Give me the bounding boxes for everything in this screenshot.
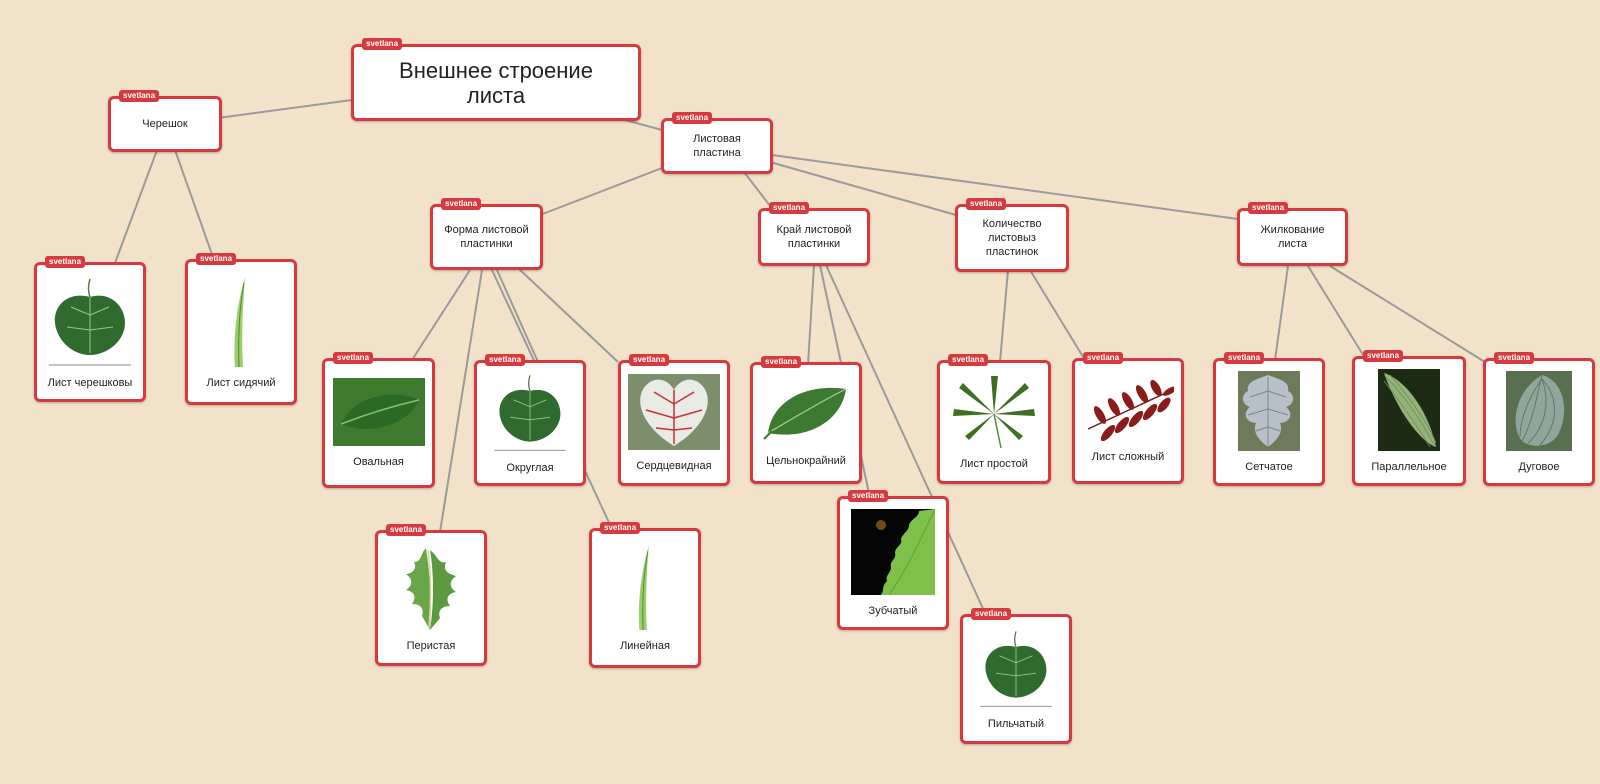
- node-count[interactable]: svetlana Количество листовыз пластинок: [955, 198, 1069, 272]
- edge-blade-count: [769, 161, 957, 216]
- node-label: Лист сложный: [1091, 451, 1165, 463]
- author-tag: svetlana: [848, 490, 889, 502]
- author-tag: svetlana: [119, 90, 160, 102]
- author-tag: svetlana: [441, 198, 482, 210]
- edge-root-blade: [624, 119, 663, 131]
- oval-leaf-icon: [332, 378, 425, 446]
- oak-leaf-icon: [1238, 371, 1300, 451]
- node-toothed[interactable]: svetlana Зубчатый: [837, 490, 949, 630]
- node-root[interactable]: svetlana Внешнее строение листа: [351, 38, 641, 121]
- edge-blade-shape: [539, 167, 663, 216]
- node-reticulate[interactable]: svetlana Сетчатое: [1213, 352, 1325, 486]
- node-serrate[interactable]: svetlana Пильчатый: [960, 608, 1072, 744]
- author-tag: svetlana: [948, 354, 989, 366]
- node-label: Перистая: [406, 640, 456, 652]
- node-compound[interactable]: svetlana Лист сложный: [1072, 352, 1184, 484]
- author-tag: svetlana: [971, 608, 1012, 620]
- node-simple[interactable]: svetlana Лист простой: [937, 354, 1051, 484]
- node-entire[interactable]: svetlana Цельнокрайний: [750, 356, 862, 484]
- grass-leaf-icon: [211, 275, 271, 367]
- author-tag: svetlana: [672, 112, 713, 124]
- author-tag: svetlana: [1363, 350, 1404, 362]
- node-pinnate[interactable]: svetlana Перистая: [375, 524, 487, 666]
- node-label: Пильчатый: [987, 718, 1045, 730]
- node-label: Лист сидячий: [206, 377, 276, 389]
- edge-petiole-sessile: [174, 149, 215, 261]
- node-blade[interactable]: svetlana Листовая пластина: [661, 112, 773, 174]
- toothed-leaf-icon: [851, 509, 935, 595]
- node-label: Параллельное: [1371, 461, 1447, 473]
- node-shape[interactable]: svetlana Форма листовой пластинки: [430, 198, 543, 270]
- node-label: Край листовой пластинки: [776, 224, 852, 250]
- edge-shape-round: [496, 269, 539, 363]
- edge-venation-reticulate: [1274, 265, 1289, 361]
- node-label: Округлая: [506, 462, 554, 474]
- node-label: Лист черешковы: [47, 377, 133, 389]
- node-label: Овальная: [353, 456, 404, 468]
- edge-edge-entire: [807, 264, 815, 366]
- node-label: Форма листовой пластинки: [444, 224, 529, 250]
- author-tag: svetlana: [1224, 352, 1265, 364]
- edge-shape-pinnate: [439, 269, 483, 533]
- author-tag: svetlana: [966, 198, 1007, 210]
- node-label: Листовая пластина: [693, 133, 741, 159]
- arcuate-leaf-icon: [1506, 371, 1572, 451]
- edge-venation-arcuate: [1329, 265, 1486, 363]
- dandelion-leaf-icon: [400, 544, 462, 630]
- entire-leaf-icon: [762, 379, 850, 445]
- node-linear[interactable]: svetlana Линейная: [589, 522, 701, 668]
- node-venation[interactable]: svetlana Жилкование листа: [1237, 202, 1348, 266]
- author-tag: svetlana: [386, 524, 427, 536]
- edge-edge-serrate: [825, 264, 986, 614]
- heart-leaf-icon: [628, 374, 720, 450]
- node-label: Черешок: [142, 118, 188, 130]
- node-sessile[interactable]: svetlana Лист сидячий: [185, 253, 297, 405]
- author-tag: svetlana: [1494, 352, 1535, 364]
- node-label: Жилкование листа: [1260, 224, 1325, 250]
- node-label: Лист простой: [960, 458, 1028, 470]
- node-petiolate[interactable]: svetlana Лист черешковы: [34, 256, 146, 402]
- palmate-leaf-icon: [951, 374, 1037, 448]
- author-tag: svetlana: [485, 354, 526, 366]
- author-tag: svetlana: [600, 522, 641, 534]
- node-petiole[interactable]: svetlana Черешок: [108, 90, 222, 152]
- node-label: Количество листовыз пластинок: [982, 218, 1042, 258]
- edge-venation-parallel: [1307, 265, 1366, 359]
- node-label: Линейная: [620, 640, 670, 652]
- edge-petiole-petiolate: [114, 149, 158, 264]
- round-leaf-icon: [49, 275, 131, 367]
- edge-shape-oval: [411, 269, 471, 361]
- author-tag: svetlana: [629, 354, 670, 366]
- node-round[interactable]: svetlana Округлая: [474, 354, 586, 486]
- node-label: Внешнее строение листа: [399, 57, 593, 108]
- node-heart[interactable]: svetlana Сердцевидная: [618, 354, 730, 486]
- edge-count-compound: [1029, 269, 1086, 361]
- node-parallel[interactable]: svetlana Параллельное: [1352, 350, 1466, 486]
- node-arcuate[interactable]: svetlana Дуговое: [1483, 352, 1595, 486]
- edge-root-petiole: [217, 99, 353, 119]
- node-label: Зубчатый: [868, 605, 918, 617]
- round-leaf-icon: [978, 628, 1054, 708]
- node-edge[interactable]: svetlana Край листовой пластинки: [758, 202, 870, 266]
- node-oval[interactable]: svetlana Овальная: [322, 352, 435, 488]
- node-label: Дуговое: [1518, 461, 1560, 473]
- compound-leaf-icon: [1082, 379, 1174, 441]
- author-tag: svetlana: [1248, 202, 1289, 214]
- parallel-leaf-icon: [1378, 369, 1440, 451]
- author-tag: svetlana: [1083, 352, 1124, 364]
- edge-count-simple: [999, 269, 1009, 363]
- author-tag: svetlana: [769, 202, 810, 214]
- node-label: Цельнокрайний: [766, 455, 846, 467]
- edge-shape-heart: [517, 267, 619, 363]
- round-leaf-icon: [494, 372, 566, 452]
- edge-blade-venation: [771, 154, 1239, 220]
- author-tag: svetlana: [362, 38, 403, 50]
- author-tag: svetlana: [761, 356, 802, 368]
- author-tag: svetlana: [45, 256, 86, 268]
- author-tag: svetlana: [196, 253, 237, 265]
- node-label: Сердцевидная: [636, 460, 712, 472]
- grass-leaf-icon: [615, 544, 675, 630]
- node-label: Сетчатое: [1245, 461, 1293, 473]
- author-tag: svetlana: [333, 352, 374, 364]
